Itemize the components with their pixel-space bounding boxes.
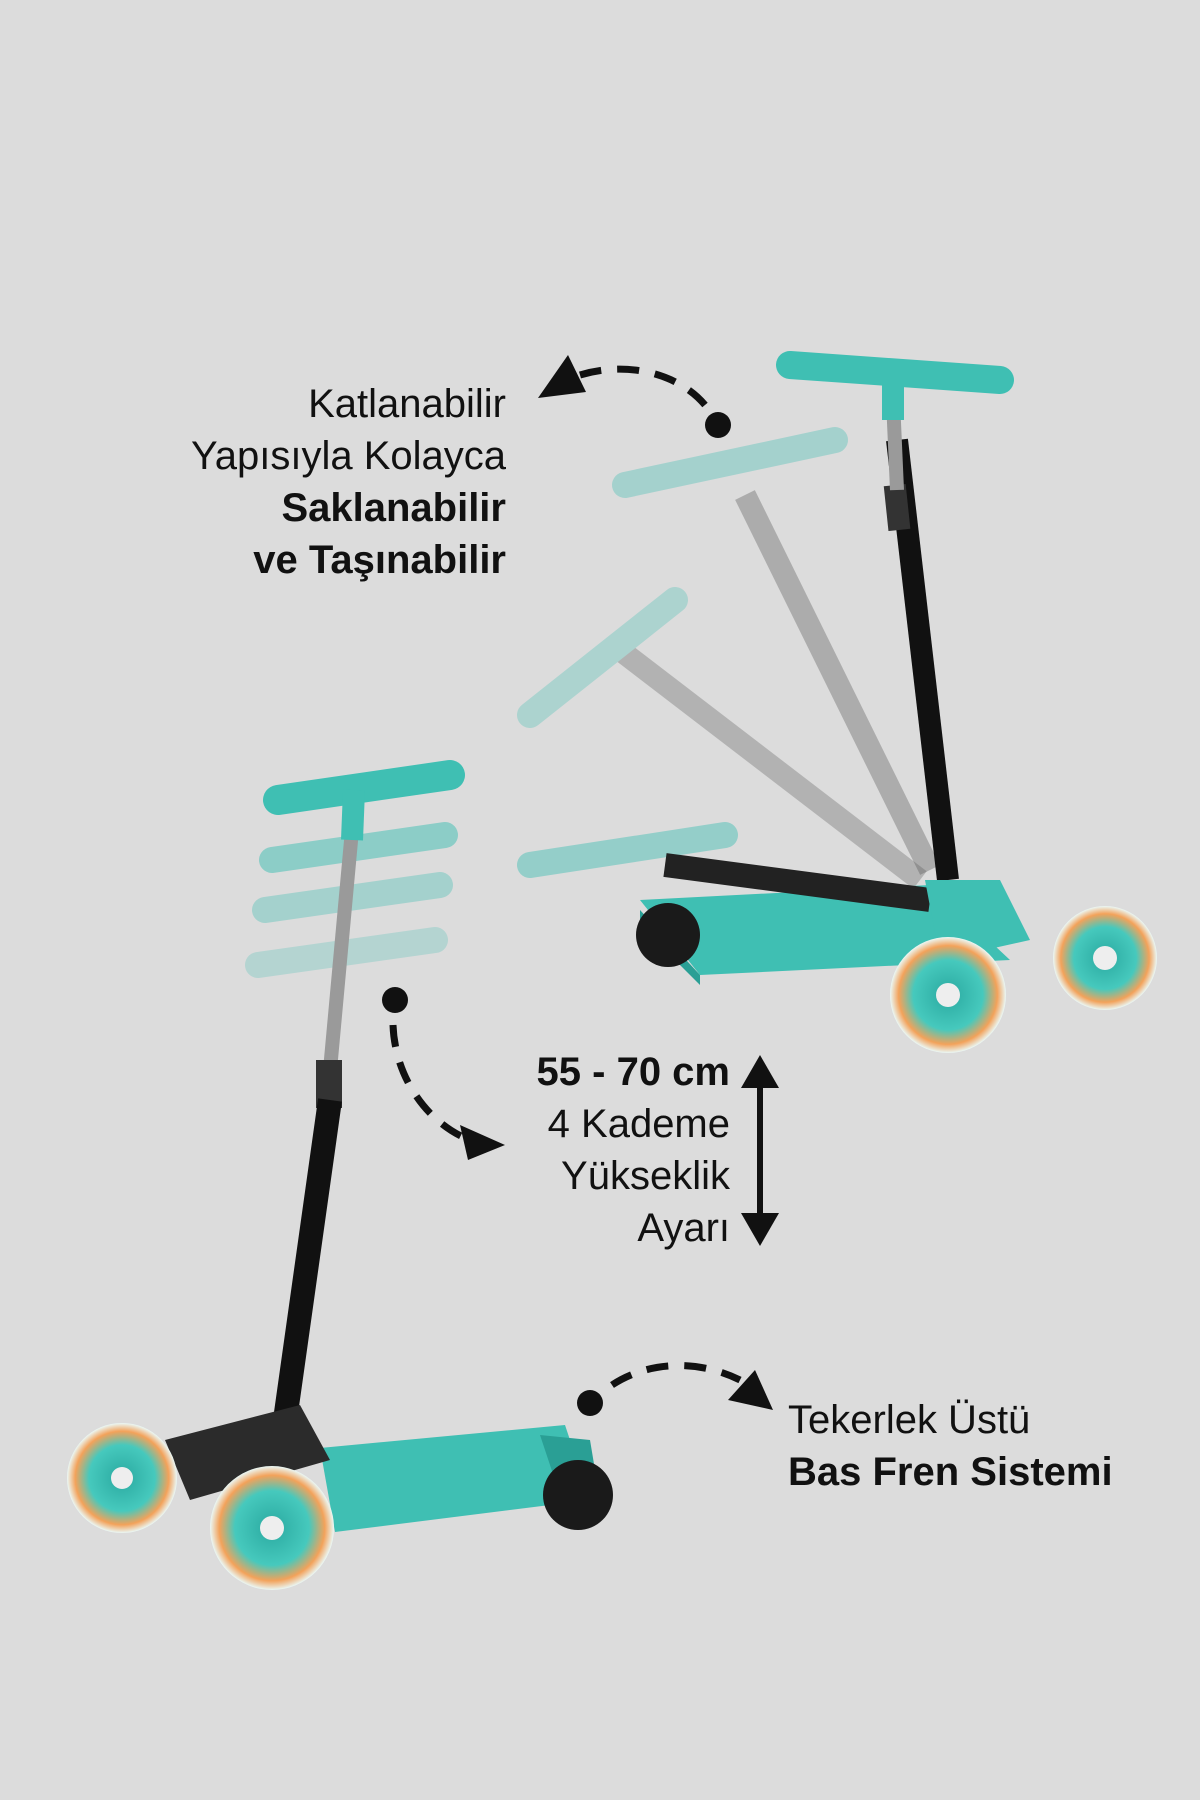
brake-line-2: Bas Fren Sistemi bbox=[788, 1450, 1113, 1494]
folding-line-1: Katlanabilir bbox=[308, 382, 506, 426]
double-vertical-arrow-icon bbox=[741, 1055, 779, 1246]
folding-feature-text: Katlanabilir Yapısıyla Kolayca Saklanabi… bbox=[191, 378, 506, 586]
height-line-3: Yükseklik bbox=[561, 1154, 730, 1198]
brake-line-1: Tekerlek Üstü bbox=[788, 1398, 1031, 1442]
height-range: 55 - 70 cm bbox=[536, 1050, 730, 1094]
folding-line-2: Yapısıyla Kolayca bbox=[191, 434, 506, 478]
height-feature-text: 55 - 70 cm 4 Kademe Yükseklik Ayarı bbox=[537, 1046, 730, 1254]
height-line-2: 4 Kademe bbox=[547, 1102, 730, 1146]
height-line-4: Ayarı bbox=[637, 1206, 730, 1250]
scooter-folded-view bbox=[636, 351, 1157, 1053]
dashed-curved-arrow-icon bbox=[577, 1362, 773, 1416]
brake-feature-text: Tekerlek Üstü Bas Fren Sistemi bbox=[788, 1394, 1113, 1498]
folding-line-4: ve Taşınabilir bbox=[253, 538, 506, 582]
scooter-height-view bbox=[67, 760, 613, 1590]
dashed-curved-arrow-icon bbox=[382, 987, 505, 1160]
dashed-curved-arrow-icon bbox=[538, 355, 731, 438]
folding-line-3: Saklanabilir bbox=[281, 486, 506, 530]
folding-ghost-handles bbox=[517, 427, 940, 889]
